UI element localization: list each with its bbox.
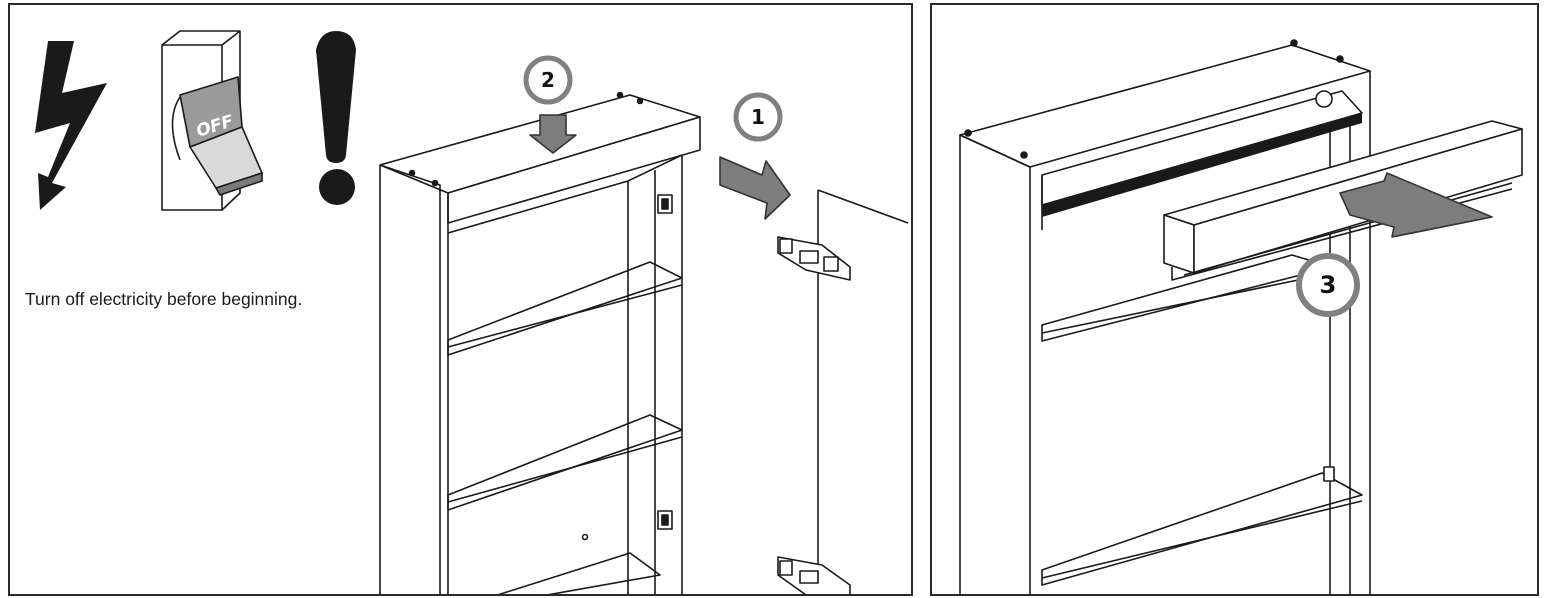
step-badge-1: 1 bbox=[733, 92, 783, 142]
left-panel: OFF bbox=[8, 3, 913, 596]
exclamation-icon bbox=[316, 31, 356, 205]
svg-text:3: 3 bbox=[1320, 271, 1337, 299]
arrow-icon bbox=[1339, 172, 1493, 238]
left-illustration: OFF bbox=[35, 30, 909, 594]
lightning-bolt-icon bbox=[35, 41, 107, 210]
instruction-text: Turn off electricity before beginning. bbox=[25, 289, 303, 309]
step-badge-2: 2 bbox=[523, 55, 573, 105]
cabinet-drawing bbox=[379, 91, 701, 594]
light-switch-icon: OFF bbox=[161, 30, 263, 211]
right-panel: 3 bbox=[930, 3, 1539, 596]
door-drawing bbox=[777, 189, 909, 594]
svg-text:1: 1 bbox=[751, 105, 765, 129]
arrow-icon bbox=[529, 114, 791, 220]
step-badge-3: 3 bbox=[1296, 253, 1360, 317]
svg-text:2: 2 bbox=[541, 68, 555, 92]
right-illustration: 3 bbox=[959, 39, 1523, 594]
cabinet-drawing bbox=[959, 39, 1371, 594]
